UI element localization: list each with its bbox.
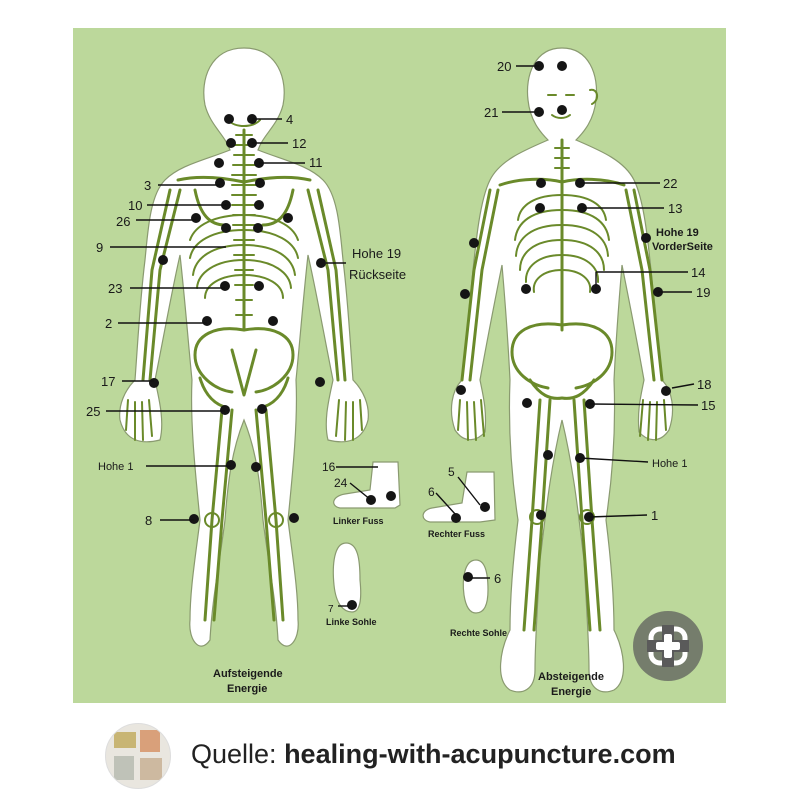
label-26: 26 (116, 214, 130, 229)
label-9: 9 (96, 240, 103, 255)
label-linker-fuss: Linker Fuss (333, 516, 384, 526)
label-18: 18 (697, 377, 711, 392)
label-15: 15 (701, 398, 715, 413)
label-11: 11 (309, 155, 323, 170)
label-6a: 6 (428, 485, 435, 499)
acupuncture-diagram: 4 12 11 3 10 26 9 Hohe 19 Rückseite 23 2… (73, 28, 726, 703)
label-22: 22 (663, 176, 677, 191)
label-aufsteigende: Aufsteigende (213, 668, 283, 680)
label-rechte-sohle: Rechte Sohle (450, 628, 507, 638)
back-figure (119, 47, 369, 647)
label-3: 3 (144, 178, 151, 193)
label-10: 10 (128, 198, 142, 213)
label-17: 17 (101, 374, 115, 389)
label-5: 5 (448, 465, 455, 479)
label-16: 16 (322, 460, 336, 474)
label-1: 1 (651, 508, 658, 523)
foot-insets: 16 24 Linker Fuss 5 6 Rechter Fuss 7 Lin… (322, 460, 507, 638)
label-20: 20 (497, 59, 511, 74)
label-7: 7 (328, 604, 334, 615)
label-12: 12 (292, 136, 306, 151)
label-rechter-fuss: Rechter Fuss (428, 529, 485, 539)
label-6b: 6 (494, 571, 501, 586)
label-hohe1-front: Hohe 1 (652, 458, 687, 470)
label-rueckseite: Rückseite (349, 267, 406, 282)
front-labels: 20 21 22 13 Hohe 19 VorderSeite 14 19 18… (484, 59, 715, 698)
label-hohe19-front: Hohe 19 (656, 227, 699, 239)
label-linke-sohle: Linke Sohle (326, 617, 377, 627)
back-leader-lines (106, 118, 346, 521)
label-vorderseite: VorderSeite (652, 241, 713, 253)
label-hohe1-back: Hohe 1 (98, 461, 133, 473)
source-thumbnail[interactable] (105, 723, 171, 789)
label-2: 2 (105, 316, 112, 331)
label-24: 24 (334, 476, 348, 490)
label-absteigende: Absteigende (538, 671, 604, 683)
front-figure (450, 47, 674, 693)
label-4: 4 (286, 112, 293, 127)
label-8: 8 (145, 513, 152, 528)
label-hohe19-back: Hohe 19 (352, 246, 401, 261)
front-leader-lines (502, 65, 699, 518)
label-25: 25 (86, 404, 100, 419)
back-labels: 4 12 11 3 10 26 9 Hohe 19 Rückseite 23 2… (86, 112, 406, 695)
label-energie-asc: Energie (227, 683, 267, 695)
label-energie-desc: Energie (551, 686, 591, 698)
source-caption[interactable]: Quelle: healing-with-acupuncture.com (191, 739, 676, 770)
zoom-in-icon (647, 625, 689, 667)
source-prefix: Quelle: (191, 739, 285, 769)
label-13: 13 (668, 201, 682, 216)
label-19: 19 (696, 285, 710, 300)
label-21: 21 (484, 105, 498, 120)
zoom-in-button[interactable] (633, 611, 703, 681)
label-14: 14 (691, 265, 705, 280)
label-23: 23 (108, 281, 122, 296)
source-site-link[interactable]: healing-with-acupuncture.com (284, 739, 676, 769)
